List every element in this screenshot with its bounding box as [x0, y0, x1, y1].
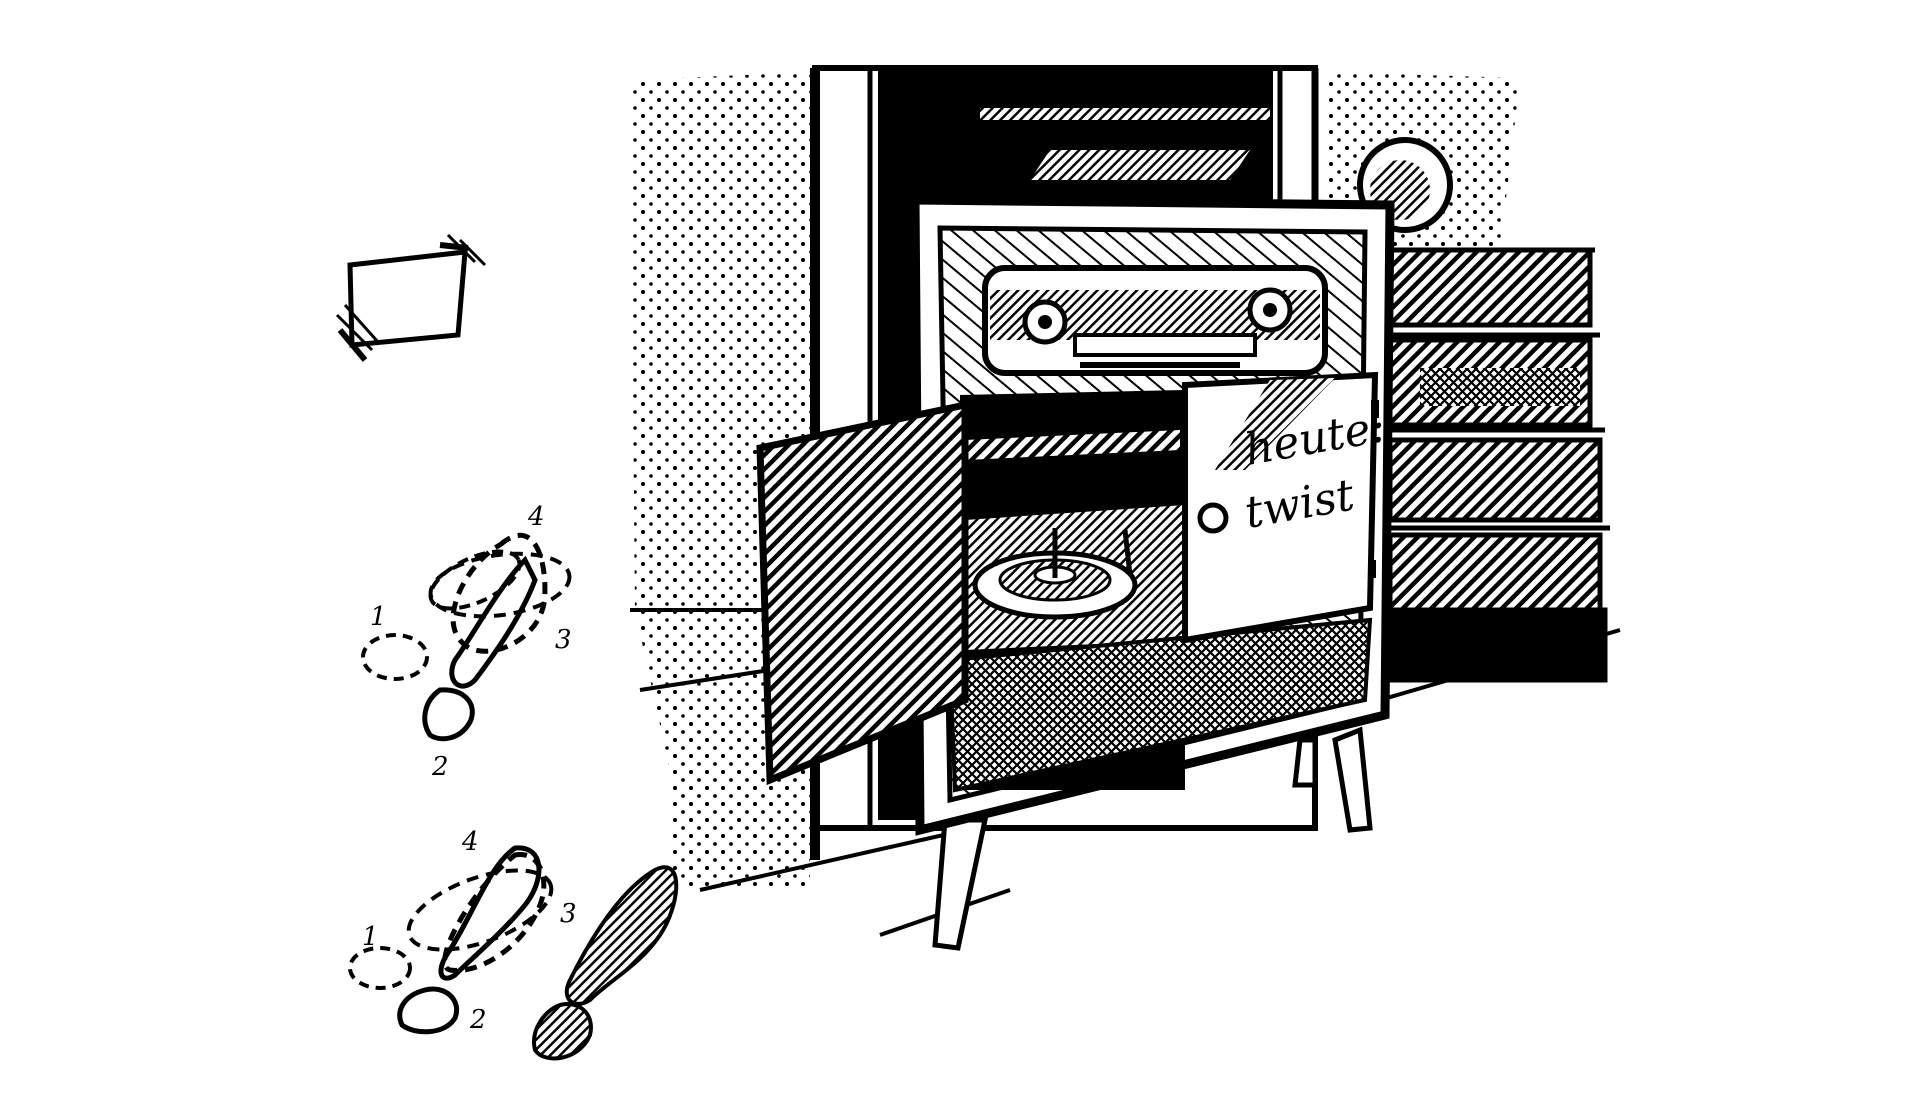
step-label-lower-1: 1: [362, 922, 379, 952]
step-label-upper-4: 4: [527, 502, 545, 532]
taped-note: [335, 233, 487, 362]
step-label-lower-4: 4: [461, 827, 479, 857]
step-label-lower-3: 3: [560, 899, 577, 929]
step-label-upper-1: 1: [370, 602, 387, 632]
cabinet-door-right: heute: twist: [1182, 371, 1389, 644]
hatched-footprint: [532, 865, 679, 1061]
dance-step-labels-upper: 4 1 3 2: [370, 502, 572, 782]
record-shelf: [1387, 247, 1610, 683]
radiogram-cabinet: [910, 195, 1395, 951]
step-label-upper-2: 2: [431, 752, 449, 782]
cabinet-door-left: [756, 400, 969, 786]
dance-steps-upper: [361, 532, 572, 742]
dance-step-labels-lower: 4 1 3 2: [362, 827, 577, 1035]
dance-steps-lower: [348, 845, 554, 1035]
step-label-upper-3: 3: [555, 625, 572, 655]
step-label-lower-2: 2: [469, 1005, 487, 1035]
